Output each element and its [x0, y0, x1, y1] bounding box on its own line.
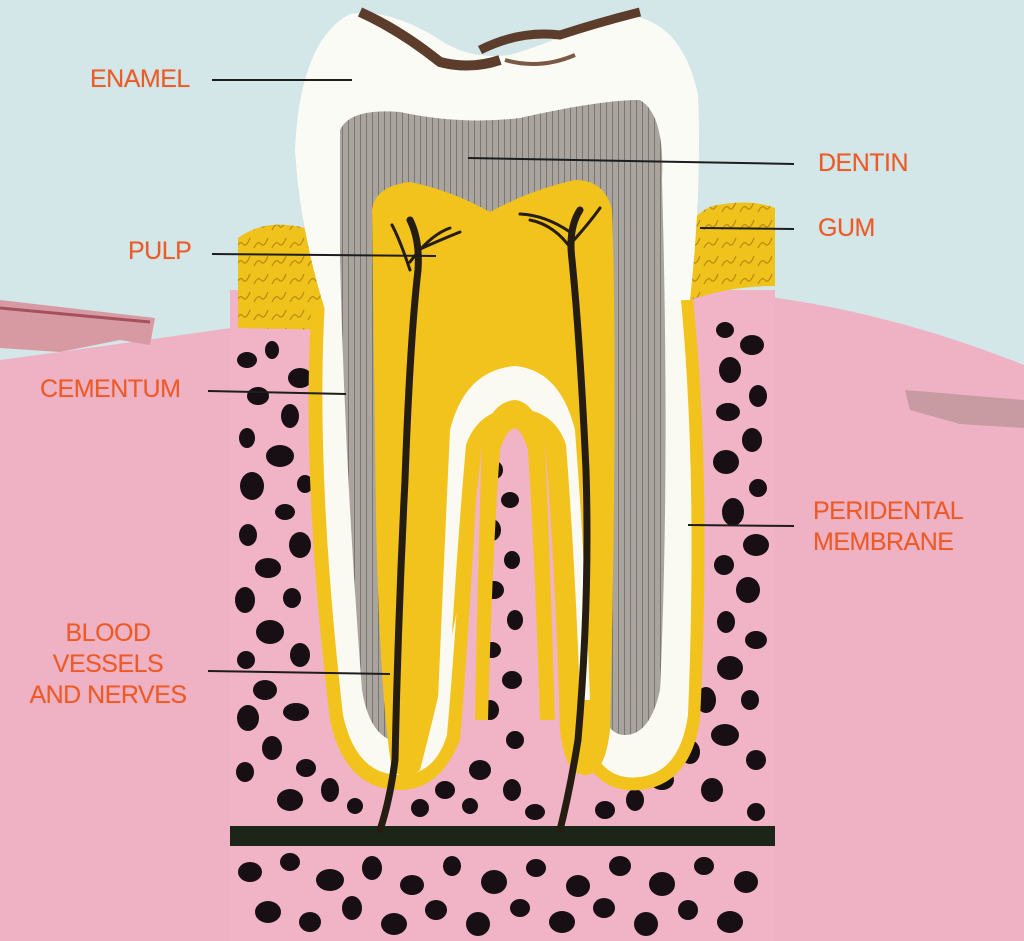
label-blood-line3: AND NERVES: [20, 680, 196, 711]
label-dentin: DENTIN: [818, 148, 908, 179]
label-peridental-membrane: PERIDENTAL MEMBRANE: [813, 496, 963, 558]
label-cementum: CEMENTUM: [40, 374, 180, 405]
label-blood-line2: VESSELS: [20, 649, 196, 680]
label-blood-vessels-and-nerves: BLOOD VESSELS AND NERVES: [20, 618, 196, 711]
label-gum: GUM: [818, 213, 875, 244]
label-peridental-line1: PERIDENTAL: [813, 496, 963, 527]
nerve-trunk: [230, 826, 775, 846]
label-blood-line1: BLOOD: [20, 618, 196, 649]
label-enamel: ENAMEL: [90, 64, 190, 95]
label-peridental-line2: MEMBRANE: [813, 527, 963, 558]
label-pulp: PULP: [128, 236, 191, 267]
